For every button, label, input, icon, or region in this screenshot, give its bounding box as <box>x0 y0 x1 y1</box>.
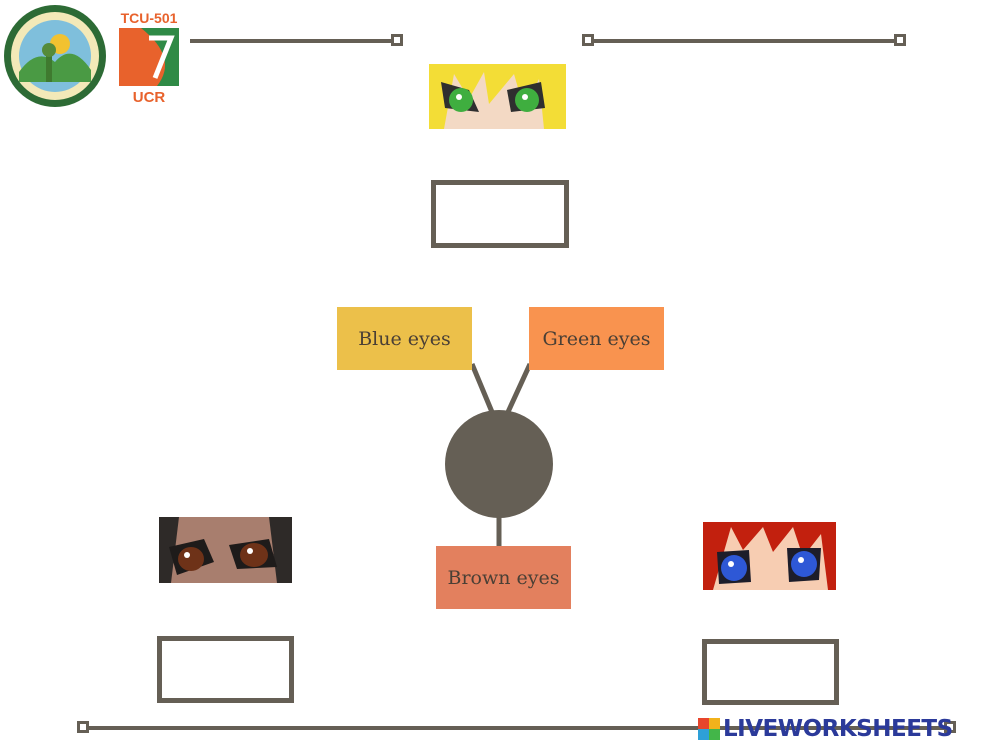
hub-circle <box>445 410 553 518</box>
top-right-rule <box>594 39 896 43</box>
option-blue-eyes[interactable]: Blue eyes <box>337 307 472 370</box>
tcu-logo-mark-icon <box>119 28 179 86</box>
blue-eyes-image <box>703 522 836 590</box>
ucr-seal <box>2 2 108 110</box>
top-right-rule-start <box>582 34 594 46</box>
blue-eyes-red-hair-image <box>703 522 836 590</box>
connector-blue <box>469 363 495 413</box>
liveworksheets-logo[interactable]: LIVEWORKSHEETS <box>698 713 996 745</box>
brown-eyes-image <box>159 517 292 583</box>
liveworksheets-badge-icon <box>698 718 720 740</box>
green-eyes-blonde-hair-image <box>429 64 566 129</box>
answer-box-right[interactable] <box>702 639 839 705</box>
answer-box-left[interactable] <box>157 636 294 703</box>
top-left-rule <box>190 39 395 43</box>
answer-box-top[interactable] <box>431 180 569 248</box>
top-left-rule-end <box>391 34 403 46</box>
option-green-eyes[interactable]: Green eyes <box>529 307 664 370</box>
brown-eyes-dark-skin-image <box>159 517 292 583</box>
bottom-rule-end <box>944 721 956 733</box>
top-right-rule-end <box>894 34 906 46</box>
bottom-rule-start <box>77 721 89 733</box>
tcu-logo-line2: UCR <box>132 89 166 106</box>
tcu-logo-line1: TCU-501 <box>120 10 178 26</box>
option-brown-eyes[interactable]: Brown eyes <box>436 546 571 609</box>
tcu-logo: TCU-501 UCR <box>118 10 180 106</box>
connector-green <box>505 362 533 414</box>
liveworksheets-brand: LIVEWORKSHEETS <box>723 716 953 742</box>
university-seal-icon <box>4 5 106 107</box>
bottom-rule <box>89 726 949 730</box>
green-eyes-image <box>429 64 566 129</box>
